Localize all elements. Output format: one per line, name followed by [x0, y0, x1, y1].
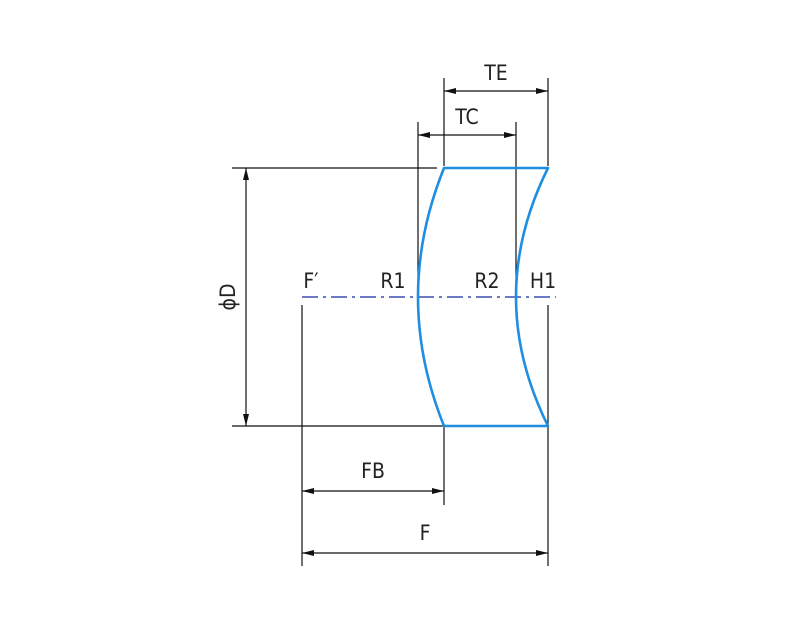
focal-point-label: F′	[303, 269, 318, 293]
r2-label: R2	[474, 269, 499, 293]
tc-label: TC	[454, 105, 479, 129]
diameter-label: ϕD	[216, 283, 240, 310]
te-label: TE	[483, 61, 507, 85]
r1-label: R1	[380, 269, 405, 293]
f-label: F	[420, 521, 431, 545]
lens-outline	[416, 166, 550, 428]
fb-label: FB	[361, 459, 385, 483]
h1-label: H1	[530, 269, 556, 293]
